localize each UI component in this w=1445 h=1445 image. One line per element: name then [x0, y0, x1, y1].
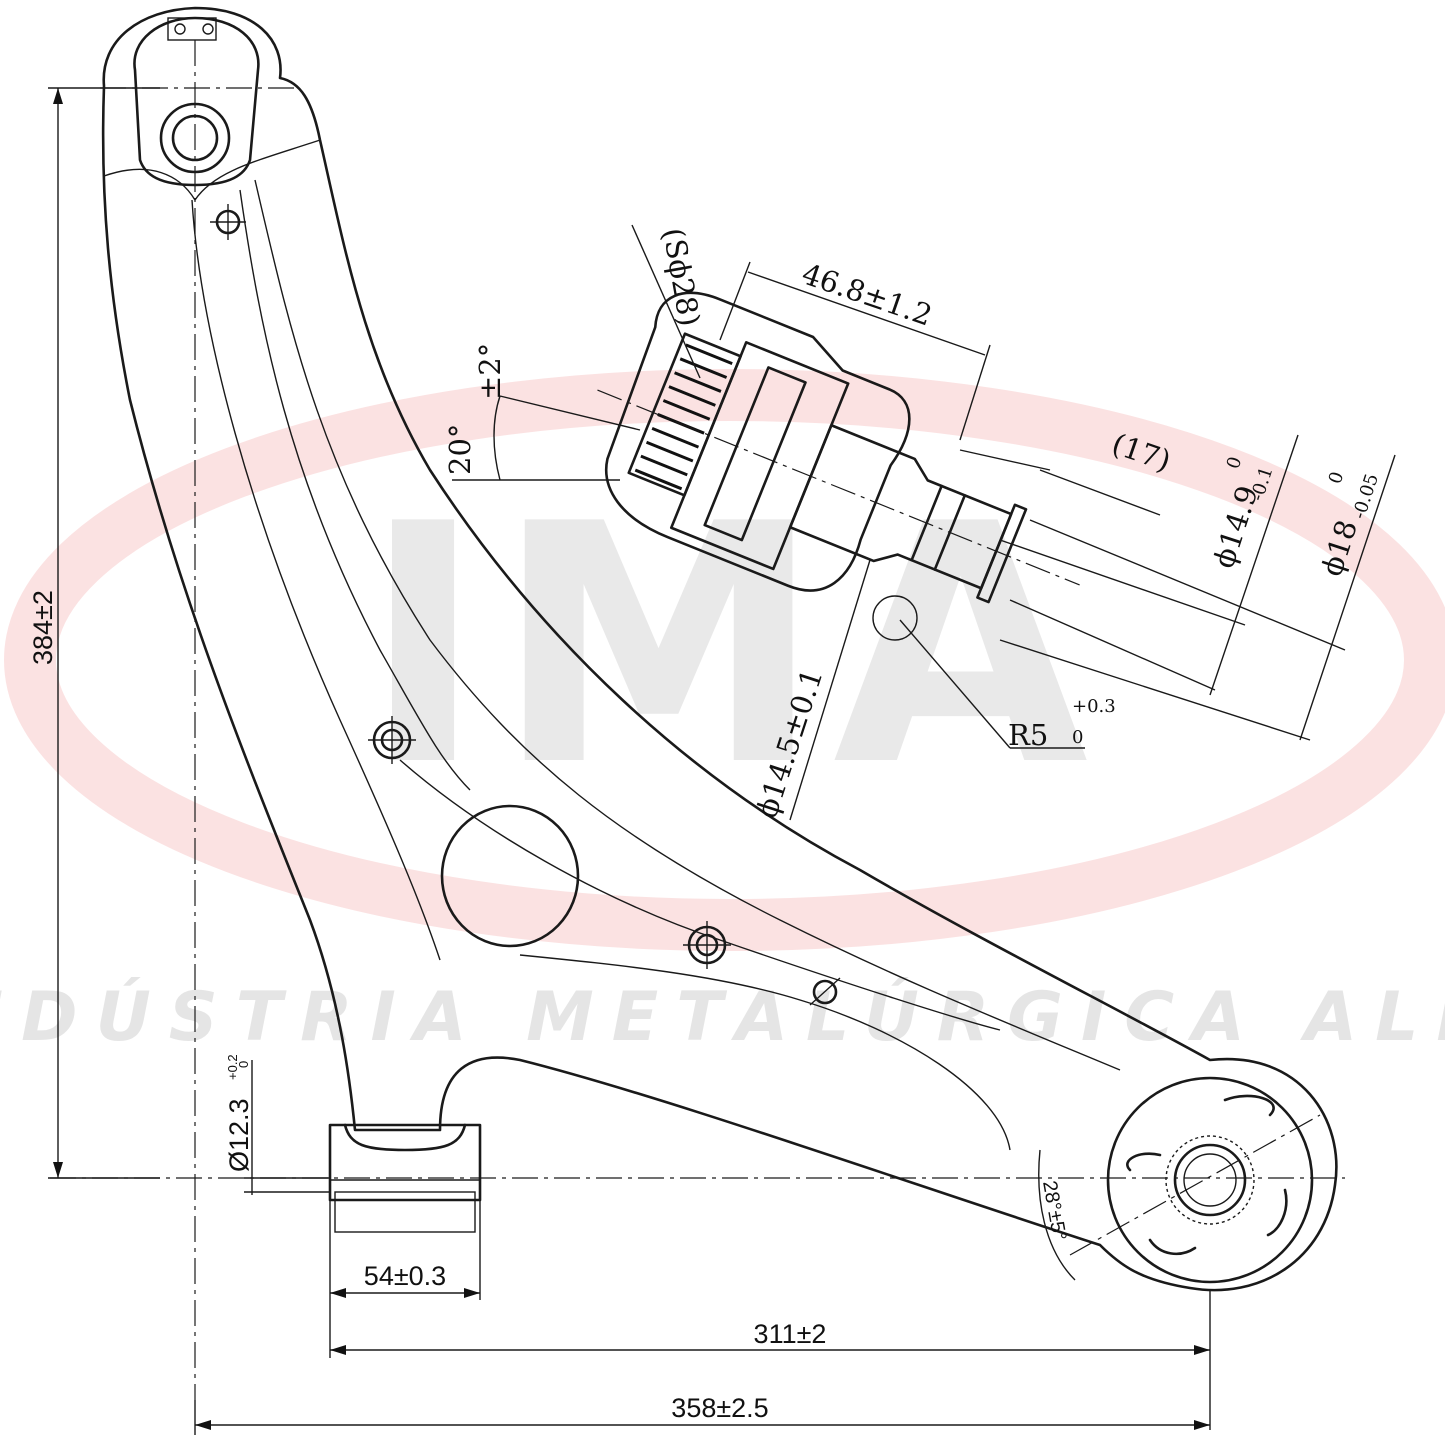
- ball-joint-boot-dia-dim: (Sϕ28): [631, 224, 707, 379]
- pivot-spacing-label: 311±2: [754, 1319, 827, 1349]
- dimension-overall-width: 358±2.5: [194, 1393, 1210, 1435]
- dimension-pivot-spacing: 311±2: [329, 1290, 1211, 1430]
- arm-lower-web: [519, 954, 1011, 1151]
- radius-label: R5: [1008, 718, 1048, 752]
- mounting-hole-mid: [368, 716, 416, 764]
- mounting-hole-upper: [210, 204, 246, 240]
- boot-dia-label: (Sϕ28): [656, 225, 707, 329]
- stud-dia-2-tol-lower: -0.05: [1349, 471, 1383, 521]
- stud-dia-2-tol-upper: 0: [1325, 469, 1349, 486]
- mounting-hole-lower: [683, 921, 731, 969]
- ball-joint-housing: [100, 16, 300, 1400]
- dimension-bushing-angle: 28°±5°: [1038, 1149, 1076, 1281]
- bushing-angle-label: 28°±5°: [1038, 1179, 1070, 1242]
- dimension-height: 384±2: [28, 87, 160, 1179]
- arm-shoulder: [103, 139, 321, 202]
- dimension-bushing-width: 54±0.3: [329, 1200, 481, 1300]
- cone-angle-label: 20°: [443, 424, 477, 475]
- rear-pivot-bushing: [1069, 1076, 1321, 1284]
- dimension-pivot-bore: Ø12.3 +0.2 0: [224, 1054, 330, 1195]
- watermark-ring: [4, 369, 1445, 951]
- pivot-bore-tol-upper: +0.2: [225, 1054, 240, 1080]
- watermark-company-name: INDÚSTRIA METALÚRGICA ALLI: [0, 977, 1445, 1057]
- bushing-width-label: 54±0.3: [364, 1261, 446, 1291]
- pivot-bore-label: Ø12.3: [224, 1098, 254, 1172]
- arm-outer-contour: [101, 6, 1338, 1292]
- arm-inner-flange-mid: [239, 189, 471, 791]
- length-label: 46.8±1.2: [798, 256, 937, 332]
- watermark: IMA INDÚSTRIA METALÚRGICA ALLI: [0, 369, 1445, 1057]
- overall-width-label: 358±2.5: [671, 1393, 768, 1423]
- arm-inner-flange-right: [254, 179, 1121, 1071]
- arm-inner-flange-left: [191, 199, 441, 961]
- height-label: 384±2: [28, 590, 58, 665]
- lightening-hole: [440, 804, 580, 948]
- cone-angle-tol-label: ±2°: [473, 343, 507, 400]
- ball-joint-radius-dim: R5 +0.3 0: [872, 595, 1116, 752]
- radius-tol-upper: +0.3: [1072, 696, 1116, 717]
- watermark-logo: IMA: [362, 454, 1099, 838]
- mounting-hole-small: [809, 977, 841, 1006]
- radius-tol-lower: 0: [1072, 727, 1083, 748]
- ball-joint-cone-angle-dim: 20° ±2°: [443, 343, 641, 481]
- pivot-bore-tol-lower: 0: [236, 1061, 251, 1068]
- arm-inner-flange-lower: [399, 759, 1001, 1031]
